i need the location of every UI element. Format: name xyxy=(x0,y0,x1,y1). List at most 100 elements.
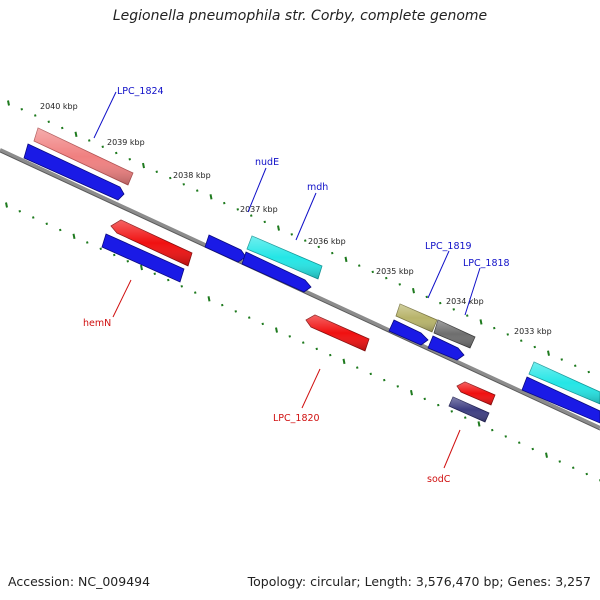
tick-mark xyxy=(140,264,143,271)
tick-mark xyxy=(383,378,386,382)
tick-mark xyxy=(101,145,104,149)
tick-mark xyxy=(99,247,102,251)
tick-mark xyxy=(545,452,548,458)
tick-mark xyxy=(506,333,509,336)
tick-mark xyxy=(304,239,307,242)
feature-cyan-right[interactable] xyxy=(528,361,600,405)
kbp-labels: 2040 kbp 2039 kbp 2038 kbp 2037 kbp 2036… xyxy=(40,102,552,336)
tick-mark xyxy=(385,276,388,280)
kbp-label: 2037 kbp xyxy=(240,205,278,214)
tick-mark xyxy=(315,347,318,351)
tick-mark xyxy=(504,435,507,438)
tick-mark xyxy=(493,326,496,330)
tick-mark xyxy=(464,416,467,419)
tick-mark xyxy=(437,403,440,407)
tick-mark xyxy=(288,335,291,338)
tick-mark xyxy=(20,108,23,111)
kbp-label: 2035 kbp xyxy=(376,267,414,276)
tick-mark xyxy=(250,214,253,217)
tick-mark xyxy=(18,210,21,213)
tick-mark xyxy=(169,176,172,180)
tick-mark xyxy=(167,278,170,282)
tick-row-lower xyxy=(5,202,600,482)
tick-mark xyxy=(491,428,494,432)
gene-label-lpc1818: LPC_1818 xyxy=(463,258,510,269)
tick-mark xyxy=(585,472,588,476)
tick-mark xyxy=(412,287,415,294)
gene-label-nude: nudE xyxy=(255,157,279,168)
tick-mark xyxy=(423,397,426,401)
tick-mark xyxy=(88,139,91,142)
tick-mark xyxy=(425,295,428,299)
tick-mark xyxy=(5,202,8,208)
feature-g-hemn[interactable] xyxy=(110,219,193,267)
feature-g-lpc1819[interactable] xyxy=(395,303,438,333)
tick-mark xyxy=(261,322,264,326)
tick-mark xyxy=(547,350,550,356)
tick-mark xyxy=(356,366,359,369)
tick-mark xyxy=(518,441,521,444)
tick-mark xyxy=(331,251,334,255)
tick-mark xyxy=(47,120,50,124)
kbp-label: 2034 kbp xyxy=(446,297,484,306)
callouts xyxy=(93,91,481,469)
tick-mark xyxy=(248,316,251,319)
map-title: Legionella pneumophila str. Corby, compl… xyxy=(112,8,488,24)
gene-labels: LPC_1824 nudE mdh LPC_1819 LPC_1818 hemN… xyxy=(83,86,510,485)
feature-red-small[interactable] xyxy=(456,381,496,406)
tick-mark xyxy=(234,310,237,313)
feature-g-lpc1824[interactable] xyxy=(33,127,134,186)
tick-mark xyxy=(72,233,76,239)
tick-mark xyxy=(398,283,401,286)
accession-text: Accession: NC_009494 xyxy=(8,574,151,589)
tick-mark xyxy=(477,421,481,427)
gene-label-sodc: sodC xyxy=(427,474,451,485)
tick-mark xyxy=(329,353,332,357)
tick-mark xyxy=(221,303,224,307)
tick-mark xyxy=(182,183,185,186)
tick-mark xyxy=(142,162,145,169)
tick-mark xyxy=(74,131,78,137)
tick-mark xyxy=(574,364,577,367)
tick-mark xyxy=(277,225,280,231)
tick-mark xyxy=(45,222,48,226)
feature-g-lpc1820[interactable] xyxy=(305,314,370,352)
tick-mark xyxy=(479,319,483,325)
feature-g-mdh[interactable] xyxy=(246,235,323,280)
tick-mark xyxy=(207,296,211,302)
tick-mark xyxy=(61,126,64,130)
tick-mark xyxy=(452,308,455,311)
tick-mark xyxy=(128,158,131,161)
tick-mark xyxy=(342,358,346,365)
tick-mark xyxy=(410,389,413,396)
tick-mark xyxy=(194,291,197,294)
gene-label-lpc1824: LPC_1824 xyxy=(117,86,164,97)
tick-mark xyxy=(59,228,62,232)
kbp-label: 2038 kbp xyxy=(173,171,211,180)
tick-mark xyxy=(466,314,469,317)
feature-g-sodc[interactable] xyxy=(448,396,490,423)
kbp-label: 2040 kbp xyxy=(40,102,78,111)
tick-mark xyxy=(32,216,35,219)
tick-row-upper xyxy=(7,100,590,374)
tick-mark xyxy=(126,260,129,263)
tick-mark xyxy=(558,460,561,463)
tick-mark xyxy=(113,253,116,257)
cds-forward xyxy=(23,143,600,424)
tick-mark xyxy=(196,189,199,192)
tick-mark xyxy=(223,201,226,205)
kbp-label: 2033 kbp xyxy=(514,327,552,336)
tick-mark xyxy=(531,447,534,451)
tick-mark xyxy=(439,301,442,305)
tick-mark xyxy=(275,327,278,333)
tick-mark xyxy=(371,270,374,274)
tick-mark xyxy=(263,220,266,224)
tick-mark xyxy=(180,285,183,288)
gene-label-lpc1819: LPC_1819 xyxy=(425,241,472,252)
tick-mark xyxy=(396,385,399,388)
tick-mark xyxy=(450,410,453,413)
tick-mark xyxy=(302,341,305,344)
genome-stats-text: Topology: circular; Length: 3,576,470 bp… xyxy=(247,574,591,589)
feature-g-lpc1818[interactable] xyxy=(433,319,476,349)
kbp-label: 2039 kbp xyxy=(107,138,145,147)
